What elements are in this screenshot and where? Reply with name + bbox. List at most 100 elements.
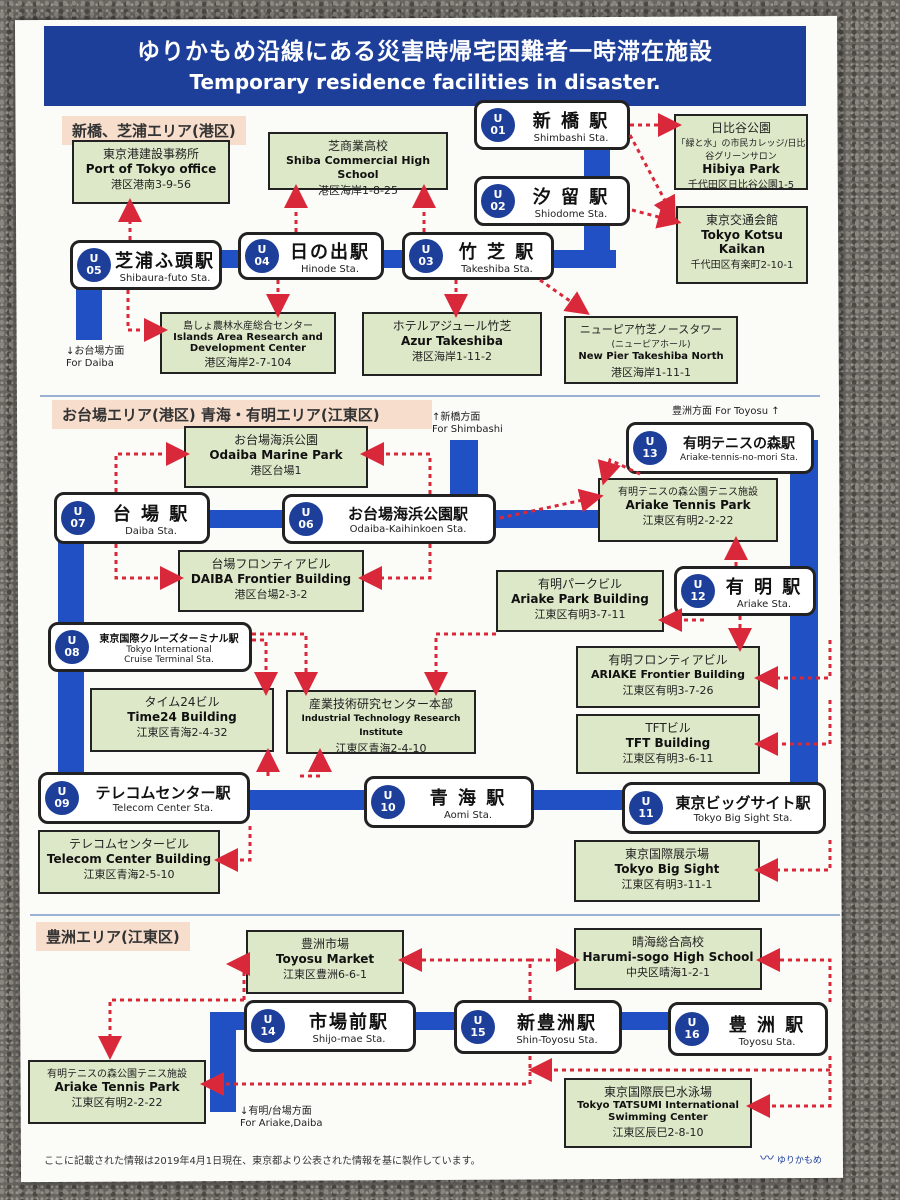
facility-address: 江東区有明3-7-11: [534, 608, 626, 621]
facility-port-tokyo[interactable]: 東京港建設事務所 Port of Tokyo office 港区港南3-9-56: [72, 140, 230, 204]
facility-daiba-frontier[interactable]: 台場フロンティアビル DAIBA Frontier Building 港区台場2…: [178, 550, 364, 612]
facility-harumi-hs[interactable]: 晴海総合高校 Harumi-sogo High School 中央区晴海1-2-…: [574, 928, 762, 990]
facility-name-ja: 台場フロンティアビル: [211, 557, 331, 571]
facility-address: 江東区有明3-7-26: [622, 684, 714, 697]
station-name-en: Takeshiba Sta.: [461, 263, 533, 275]
facility-kotsu[interactable]: 東京交通会館 Tokyo Kotsu Kaikan 千代田区有楽町2-10-1: [676, 206, 808, 284]
station-name-en: Tokyo International Cruise Terminal Sta.: [124, 644, 214, 665]
facility-name-en: Toyosu Market: [275, 952, 375, 966]
facility-hibiya[interactable]: 日比谷公園 「緑と水」の市民カレッジ/日比谷グリーンサロン Hibiya Par…: [674, 114, 808, 191]
facility-ariake-frontier[interactable]: 有明フロンティアビル ARIAKE Frontier Building 江東区有…: [576, 646, 760, 708]
station-name-en: Aomi Sta.: [443, 809, 493, 821]
station-name-en: Ariake Sta.: [736, 598, 792, 610]
station-name-ja: 新豊洲駅: [517, 1012, 597, 1034]
facility-itri[interactable]: 産業技術研究センター本部 Industrial Technology Resea…: [286, 690, 476, 755]
station-name-en: Hinode Sta.: [300, 263, 359, 275]
title-ja: ゆりかもめ沿線にある災害時帰宅困難者一時滞在施設: [137, 39, 713, 65]
station-name-en: Toyosu Sta.: [738, 1036, 796, 1048]
station-name-ja: テレコムセンター駅: [95, 784, 231, 802]
area-odaiba: お台場エリア(港区) 青海・有明エリア(江東区): [52, 400, 432, 429]
facility-tatsumi[interactable]: 東京国際辰巳水泳場 Tokyo TATSUMI International Sw…: [564, 1078, 752, 1148]
station-name-ja: 市場前駅: [309, 1011, 389, 1033]
facility-marine-park[interactable]: お台場海浜公園 Odaiba Marine Park 港区台場1: [184, 426, 368, 488]
facility-name-en: Tokyo TATSUMI International Swimming Cen…: [577, 1100, 739, 1123]
facility-name-en: ARIAKE Frontier Building: [591, 668, 745, 681]
logo-wave-icon: 〰: [760, 1151, 774, 1167]
route-line-to-ariake: [210, 1012, 236, 1112]
route-line-east: [790, 440, 818, 800]
facility-name-ja: ホテルアジュール竹芝: [392, 319, 512, 333]
facility-sub: (ニューピアホール): [611, 340, 691, 350]
facility-big-sight[interactable]: 東京国際展示場 Tokyo Big Sight 江東区有明3-11-1: [574, 840, 760, 902]
title-en: Temporary residence facilities in disast…: [189, 70, 661, 94]
facility-time24[interactable]: タイム24ビル Time24 Building 江東区青海2-4-32: [90, 688, 274, 752]
facility-name-ja: 芝商業高校: [327, 139, 388, 153]
facility-islands[interactable]: 島しょ農林水産総合センター Islands Area Research and …: [160, 312, 336, 374]
station-name-en: Telecom Center Sta.: [112, 803, 214, 814]
direction-ariake-ja: ↓有明/台場方面: [240, 1106, 312, 1117]
facility-name-en: DAIBA Frontier Building: [190, 572, 352, 586]
direction-daiba: ↓お台場方面 For Daiba: [66, 346, 124, 370]
station-name-en: Odaiba-Kaihinkoen Sta.: [349, 524, 467, 535]
facility-shiba-hs[interactable]: 芝商業高校 Shiba Commercial High School 港区海岸1…: [268, 132, 448, 197]
facility-name-en: Shiba Commercial High School: [285, 154, 431, 181]
facility-tft[interactable]: TFTビル TFT Building 江東区有明3-6-11: [576, 714, 760, 774]
divider-1: [40, 395, 820, 397]
station-name-en: Shin-Toyosu Sta.: [516, 1034, 598, 1046]
facility-ariake-park-bldg[interactable]: 有明パークビル Ariake Park Building 江東区有明3-7-11: [496, 570, 664, 632]
facility-address: 港区台場1: [250, 464, 302, 477]
facility-name-en: Industrial Technology Research Institute: [301, 714, 461, 738]
facility-azur[interactable]: ホテルアジュール竹芝 Azur Takeshiba 港区海岸1-11-2: [362, 312, 542, 376]
facility-address: 千代田区有楽町2-10-1: [690, 260, 794, 271]
facility-name-ja: 有明テニスの森公園テニス施設: [618, 487, 758, 498]
direction-shimbashi-en: For Shimbashi: [432, 424, 503, 435]
facility-address: 港区海岸1-8-25: [318, 184, 398, 197]
direction-daiba-ja: ↓お台場方面: [66, 346, 125, 357]
yurikamome-logo: 〰 ゆりかもめ: [760, 1148, 822, 1168]
station-name-ja: 東京国際クルーズターミナル駅: [99, 633, 239, 645]
facility-address: 江東区青海2-4-32: [136, 726, 228, 739]
facility-toyosu-market[interactable]: 豊洲市場 Toyosu Market 江東区豊洲6-6-1: [246, 930, 404, 994]
facility-address: 江東区辰巳2-8-10: [612, 1126, 704, 1139]
facility-tennis-park[interactable]: 有明テニスの森公園テニス施設 Ariake Tennis Park 江東区有明2…: [598, 478, 778, 542]
facility-newpier[interactable]: ニューピア竹芝ノースタワー (ニューピアホール) New Pier Takesh…: [564, 316, 738, 384]
facility-name-en: Odaiba Marine Park: [209, 448, 343, 462]
facility-telecom-bldg[interactable]: テレコムセンタービル Telecom Center Building 江東区青海…: [38, 830, 220, 894]
facility-name-ja: 東京国際辰巳水泳場: [603, 1085, 712, 1099]
facility-tennis-park-2[interactable]: 有明テニスの森公園テニス施設 Ariake Tennis Park 江東区有明2…: [28, 1060, 206, 1124]
facility-name-en: Islands Area Research and Development Ce…: [173, 332, 323, 354]
facility-address: 江東区有明2-2-22: [642, 514, 734, 527]
facility-address: 中央区晴海1-2-1: [626, 966, 710, 979]
station-name-ja: 汐 留 駅: [532, 186, 610, 208]
station-name-ja: 芝浦ふ頭駅: [115, 250, 215, 272]
facility-address: 港区海岸1-11-1: [611, 366, 691, 379]
facility-name-ja: 産業技術研究センター本部: [308, 697, 453, 711]
area-toyosu: 豊洲エリア(江東区): [36, 922, 190, 951]
facility-address: 江東区豊洲6-6-1: [283, 968, 367, 981]
